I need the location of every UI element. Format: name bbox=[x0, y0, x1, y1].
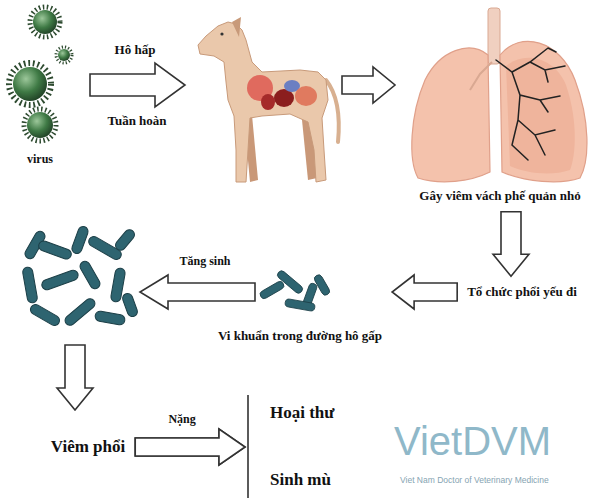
bronchial-tree bbox=[496, 48, 565, 160]
step-text: Viêm phổi bbox=[51, 437, 125, 457]
virus-spikes bbox=[9, 63, 51, 105]
dog-intestine bbox=[295, 86, 317, 106]
dog-heart bbox=[261, 94, 275, 110]
dog-tail bbox=[326, 80, 339, 142]
virus-spikes bbox=[56, 47, 72, 63]
virus-particle bbox=[58, 49, 70, 61]
watermark: Viet Nam Doctor of Veterinary Medicine bbox=[400, 476, 549, 486]
bacterium bbox=[71, 225, 90, 255]
flow-arrow bbox=[392, 275, 457, 309]
dog-ear bbox=[232, 17, 241, 37]
bacterium bbox=[276, 269, 304, 294]
virus-spikes bbox=[24, 109, 56, 141]
annotation: Hô hấp bbox=[115, 43, 156, 58]
lung-section bbox=[506, 58, 575, 174]
bacterium bbox=[313, 273, 331, 296]
block-arrow bbox=[57, 345, 93, 410]
flow-arrow bbox=[135, 429, 248, 498]
bacterium bbox=[113, 228, 136, 253]
dog-illustration bbox=[198, 17, 339, 182]
step-text: Vi khuẩn trong đường hô gấp bbox=[218, 328, 382, 344]
virus-particle bbox=[27, 112, 53, 138]
virus-particle bbox=[33, 10, 57, 34]
bacterium bbox=[121, 292, 139, 318]
dog-body bbox=[198, 22, 328, 182]
trachea bbox=[488, 8, 500, 64]
annotation: virus bbox=[27, 153, 53, 167]
flow-step: Tổ chức phổi yếu đi bbox=[463, 282, 581, 302]
flow-arrow bbox=[493, 212, 529, 276]
block-arrow bbox=[342, 67, 395, 103]
bacterium bbox=[94, 310, 125, 325]
step-text: Gây viêm vách phế quản nhỏ bbox=[419, 188, 580, 204]
step-text: Hoại thư bbox=[270, 403, 335, 423]
bacteria-small bbox=[259, 269, 331, 311]
lung-lobe bbox=[500, 41, 587, 181]
flow-step: Gây viêm vách phế quản nhỏ bbox=[415, 186, 584, 206]
dog-eye bbox=[220, 32, 223, 35]
bacterium bbox=[78, 260, 102, 291]
virus-particle bbox=[13, 67, 47, 101]
block-arrow bbox=[90, 63, 185, 107]
bacterium bbox=[40, 269, 79, 291]
bacterium bbox=[285, 298, 316, 311]
annotation: Tăng sinh bbox=[179, 255, 230, 269]
flow-step: Vi khuẩn trong đường hô gấp bbox=[214, 268, 386, 346]
bacteria-large bbox=[22, 225, 139, 327]
block-arrow bbox=[140, 275, 255, 309]
bacterium bbox=[29, 303, 62, 328]
step-text: Tổ chức phổi yếu đi bbox=[467, 284, 577, 300]
flow-step: Sinh mù bbox=[266, 468, 335, 492]
virus-cluster bbox=[9, 7, 72, 141]
flow-step: Hoại thư bbox=[266, 401, 339, 425]
annotation: Tuần hoàn bbox=[107, 114, 166, 129]
bacterium bbox=[259, 280, 286, 300]
lung-lobe bbox=[412, 48, 490, 182]
flow-step: Viêm phổi bbox=[47, 435, 129, 459]
bacterium bbox=[63, 297, 97, 328]
lungs-illustration bbox=[412, 8, 587, 182]
bacterium bbox=[22, 266, 38, 303]
bacterium bbox=[37, 239, 72, 260]
edge-label: Nặng bbox=[166, 413, 197, 427]
bronchus bbox=[470, 62, 492, 90]
watermark: VietDVM bbox=[394, 418, 551, 464]
step-text: Sinh mù bbox=[270, 470, 331, 490]
virus-spikes bbox=[30, 7, 60, 37]
